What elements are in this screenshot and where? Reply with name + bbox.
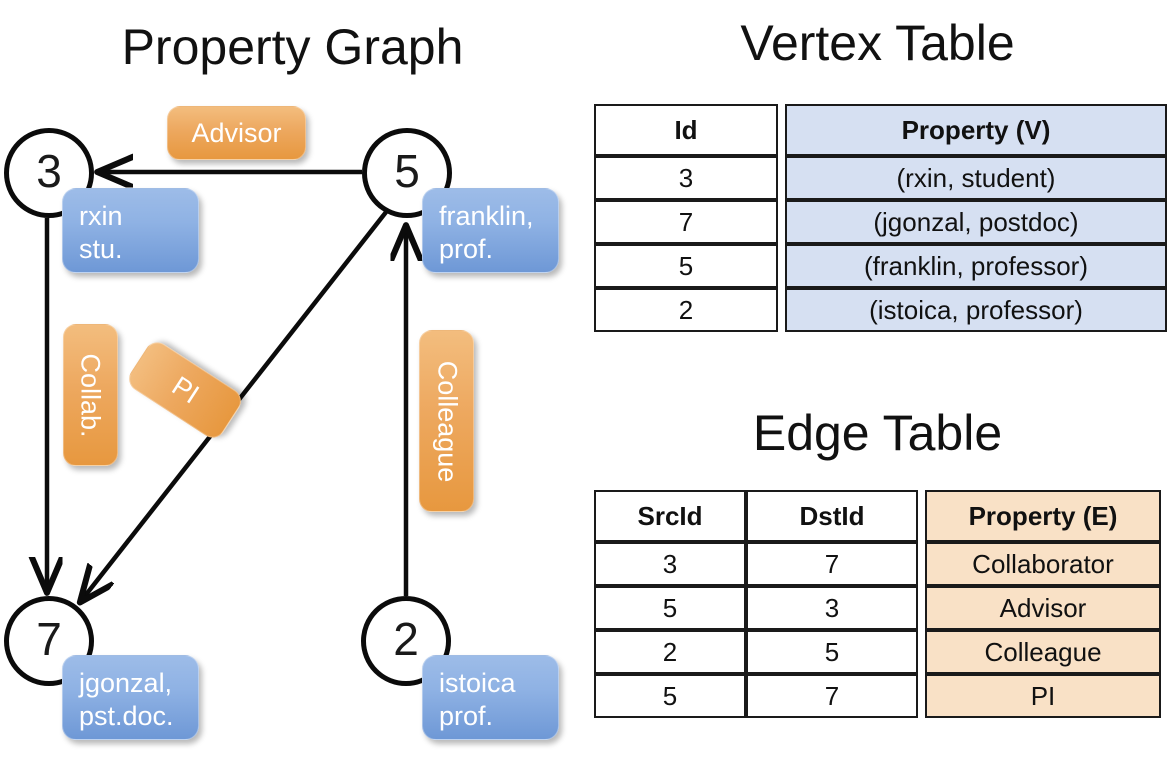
node-property-rxin-line1: rxin: [79, 201, 123, 231]
table-row: 2 (istoica, professor): [594, 288, 1167, 332]
edge-row-0-src: 3: [594, 542, 746, 586]
page-title-vertex-table: Vertex Table: [740, 15, 1015, 71]
property-graph-diagram: 3 5 7 2 rxin stu. franklin, prof. jgonza…: [4, 106, 559, 740]
graph-node-2-id: 2: [393, 613, 419, 665]
node-property-jgonzal-line1: jgonzal,: [79, 668, 173, 698]
vertex-table-header-row: Id Property (V): [594, 104, 1167, 156]
edge-row-1-src: 5: [594, 586, 746, 630]
vertex-table-column-gap: [778, 156, 785, 200]
vertex-table-column-gap: [778, 200, 785, 244]
vertex-table-column-gap: [778, 288, 785, 332]
edge-table-header-srcid: SrcId: [594, 490, 746, 542]
edge-label-advisor-text: Advisor: [191, 117, 282, 148]
table-row: 3 (rxin, student): [594, 156, 1167, 200]
edge-table-header-dstid: DstId: [746, 490, 918, 542]
edge-label-collab-text: Collab.: [76, 352, 107, 438]
vertex-table-header-property: Property (V): [785, 104, 1167, 156]
edge-row-2-src: 2: [594, 630, 746, 674]
edge-label-pi-text: PI: [166, 370, 205, 410]
vertex-row-0-id: 3: [594, 156, 778, 200]
edge-label-collab[interactable]: Collab.: [63, 324, 118, 466]
table-row: 5 7 PI: [594, 674, 1161, 718]
graph-node-2[interactable]: 2: [361, 596, 451, 686]
vertex-row-1-id: 7: [594, 200, 778, 244]
edge-label-colleague[interactable]: Colleague: [419, 330, 474, 512]
edge-row-3-property: PI: [925, 674, 1161, 718]
table-row: 7 (jgonzal, postdoc): [594, 200, 1167, 244]
node-property-franklin-line1: franklin,: [439, 201, 534, 231]
edge-row-3-src: 5: [594, 674, 746, 718]
node-property-istoica-line2: prof.: [439, 700, 494, 731]
node-property-box-rxin[interactable]: rxin stu.: [62, 188, 199, 273]
node-property-franklin-line2: prof.: [439, 233, 494, 264]
graph-node-5[interactable]: 5: [362, 128, 452, 218]
edge-row-0-dst: 7: [746, 542, 918, 586]
page-title-edge-table: Edge Table: [752, 405, 1003, 461]
edge-table: SrcId DstId Property (E) 3 7 Collaborato…: [594, 490, 1161, 718]
table-row: 2 5 Colleague: [594, 630, 1161, 674]
vertex-row-1-property: (jgonzal, postdoc): [785, 200, 1167, 244]
vertex-row-3-id: 2: [594, 288, 778, 332]
page-title-property-graph: Property Graph: [121, 19, 464, 75]
edge-table-column-gap: [918, 674, 925, 718]
edge-row-2-dst: 5: [746, 630, 918, 674]
vertex-table-header-id: Id: [594, 104, 778, 156]
edge-table-column-gap: [918, 630, 925, 674]
table-row: 5 3 Advisor: [594, 586, 1161, 630]
vertex-table-column-gap: [778, 244, 785, 288]
node-property-istoica-line1: istoica: [439, 668, 516, 698]
edge-row-0-property: Collaborator: [925, 542, 1161, 586]
graph-node-7-id: 7: [36, 613, 62, 665]
node-property-rxin-line2: stu.: [79, 233, 123, 264]
edge-table-column-gap: [918, 586, 925, 630]
edge-row-3-dst: 7: [746, 674, 918, 718]
table-row: 3 7 Collaborator: [594, 542, 1161, 586]
edge-table-header-row: SrcId DstId Property (E): [594, 490, 1161, 542]
edge-table-column-gap: [918, 490, 925, 542]
edge-row-1-dst: 3: [746, 586, 918, 630]
edge-label-colleague-text: Colleague: [432, 360, 462, 482]
node-property-box-franklin[interactable]: franklin, prof.: [422, 188, 559, 273]
edge-table-column-gap: [918, 542, 925, 586]
edge-label-advisor[interactable]: Advisor: [167, 106, 306, 160]
vertex-row-2-id: 5: [594, 244, 778, 288]
vertex-table: Id Property (V) 3 (rxin, student) 7 (jgo…: [594, 104, 1167, 332]
edge-row-2-property: Colleague: [925, 630, 1161, 674]
vertex-row-2-property: (franklin, professor): [785, 244, 1167, 288]
node-property-box-jgonzal[interactable]: jgonzal, pst.doc.: [62, 655, 199, 740]
edge-table-header-property: Property (E): [925, 490, 1161, 542]
vertex-row-0-property: (rxin, student): [785, 156, 1167, 200]
graph-node-5-id: 5: [394, 145, 420, 197]
node-property-box-istoica[interactable]: istoica prof.: [422, 655, 559, 740]
vertex-row-3-property: (istoica, professor): [785, 288, 1167, 332]
node-property-jgonzal-line2: pst.doc.: [79, 700, 174, 731]
graph-node-3-id: 3: [36, 145, 62, 197]
edge-row-1-property: Advisor: [925, 586, 1161, 630]
table-row: 5 (franklin, professor): [594, 244, 1167, 288]
vertex-table-column-gap: [778, 104, 785, 156]
